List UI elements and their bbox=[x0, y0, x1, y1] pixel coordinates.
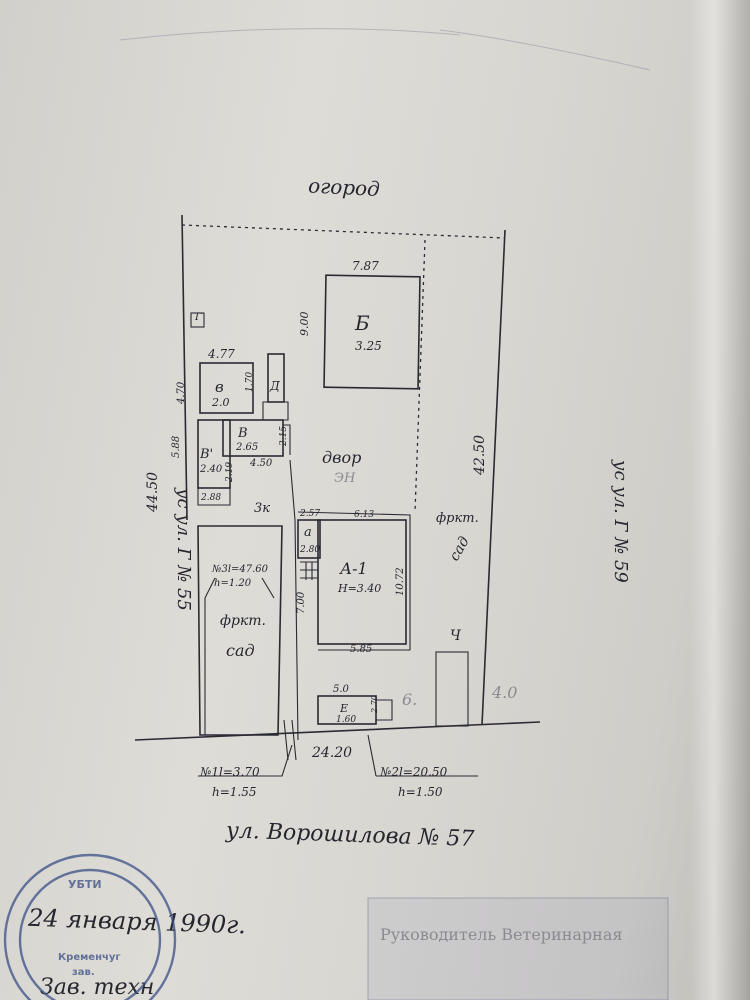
shed-base bbox=[262, 401, 289, 421]
building-e-height: 1.60 bbox=[336, 715, 356, 725]
building-a1-height: H=3.40 bbox=[337, 582, 381, 595]
stamp-line-2: Кременчуг bbox=[58, 952, 121, 963]
dim-plot-left: 44.50 bbox=[145, 472, 161, 513]
yard-label: двор bbox=[322, 448, 361, 467]
dim-2-19: 2.19 bbox=[225, 462, 235, 483]
building-v2-height: 2.65 bbox=[235, 442, 258, 453]
building-v2 bbox=[222, 419, 284, 457]
building-v2-label: В bbox=[237, 426, 248, 441]
bleed-through-line bbox=[439, 29, 651, 71]
number-6: 6. bbox=[402, 690, 417, 709]
annex-a-value: 2.80 bbox=[299, 545, 320, 555]
dim-2-15: 2.15 bbox=[279, 426, 289, 447]
building-g-label: Г bbox=[194, 312, 202, 323]
left-garden-inner bbox=[204, 577, 216, 735]
dim-e-side: 2.70 bbox=[370, 695, 379, 714]
dim-plot-bottom: 24.20 bbox=[311, 745, 352, 761]
fence1-height: h=1.55 bbox=[212, 785, 257, 799]
plot-boundary-right bbox=[481, 229, 506, 726]
building-a1-outline bbox=[297, 511, 411, 651]
building-b-height: 3.25 bbox=[355, 339, 382, 353]
fence2-callout bbox=[367, 734, 478, 777]
small-shed-label: Д bbox=[269, 379, 280, 393]
stamp-line-3: зав. bbox=[72, 967, 95, 978]
building-v1-label: В' bbox=[199, 447, 213, 462]
dim-b-width: 7.87 bbox=[352, 259, 379, 273]
building-v bbox=[199, 362, 254, 414]
building-g bbox=[190, 312, 205, 328]
dim-a1-height: 7.00 bbox=[296, 591, 307, 614]
fence3-label: №3l=47.60 bbox=[211, 564, 269, 575]
inner-boundary-dashed bbox=[414, 239, 426, 513]
building-e-label: Е bbox=[339, 702, 348, 715]
building-v1-extension bbox=[197, 487, 231, 506]
dim-e-width: 5.0 bbox=[333, 684, 350, 695]
plot-boundary-left-upper bbox=[181, 214, 188, 521]
seal-box-text: Руководитель Ветеринарная bbox=[380, 925, 622, 944]
building-a1 bbox=[317, 519, 407, 645]
left-garden-inner-2 bbox=[261, 577, 275, 599]
dim-2-40: 2.40 bbox=[199, 464, 223, 475]
fence3-height: h=1.20 bbox=[214, 578, 252, 589]
garden-right-label-1: фркт. bbox=[436, 511, 479, 526]
dim-a1-right: 10.72 bbox=[395, 567, 406, 596]
bleed-through-line-2 bbox=[119, 28, 461, 41]
garden-left-label-1: фркт. bbox=[220, 613, 266, 629]
building-v-label: в bbox=[215, 378, 224, 396]
fence2-label: №2l=20.50 bbox=[379, 765, 448, 779]
neighbor-left-label: ус ул. Г № 55 bbox=[173, 487, 194, 611]
small-shed bbox=[267, 353, 285, 403]
fence2-height: h=1.50 bbox=[398, 785, 443, 799]
building-e-side bbox=[376, 699, 393, 721]
signature-line: Зав. техн bbox=[40, 975, 154, 1000]
street-label: ул. Ворошилова № 57 bbox=[225, 818, 475, 852]
stamp-line-1: УБТИ bbox=[68, 878, 102, 891]
official-stamp: УБТИ Кременчуг зав. bbox=[3, 853, 177, 1000]
garden-right-label-2: сад bbox=[446, 534, 472, 564]
neighbor-right-label: ус ул. Г № 59 bbox=[610, 459, 631, 583]
fence1-label: №1l=3.70 bbox=[199, 765, 260, 779]
left-garden-fence bbox=[197, 525, 283, 736]
building-b-label: Б bbox=[354, 311, 370, 335]
dim-a1-width-top: 6.13 bbox=[354, 510, 374, 520]
annex-a-label: а bbox=[304, 525, 312, 540]
dim-a1-left-small: 2.57 bbox=[299, 509, 320, 519]
number-4-0: 4.0 bbox=[491, 683, 517, 702]
fence1-callout bbox=[198, 744, 293, 777]
garden-left-label-2: сад bbox=[226, 641, 255, 660]
yard-mark: ЭН bbox=[334, 471, 356, 486]
yard-path bbox=[289, 459, 299, 741]
plot-boundary-top bbox=[181, 224, 506, 239]
dim-b-height: 9.00 bbox=[298, 312, 311, 337]
date-label: 24 января 1990г. bbox=[27, 904, 247, 940]
seal-box: Руководитель Ветеринарная bbox=[367, 897, 669, 1000]
dim-v1-side: 5.88 bbox=[171, 436, 182, 458]
dim-v-side: 4.70 bbox=[176, 381, 187, 405]
garden-label: огород bbox=[308, 173, 381, 201]
building-b bbox=[323, 274, 421, 390]
dim-plot-right: 42.50 bbox=[472, 435, 488, 476]
gate-post-1 bbox=[283, 719, 289, 761]
building-v-height: 2.0 bbox=[211, 396, 230, 409]
gate-mark: 3к bbox=[254, 501, 270, 516]
annex-a bbox=[297, 519, 321, 559]
building-e bbox=[317, 695, 377, 725]
dim-a1-bottom: 5.85 bbox=[350, 644, 372, 655]
stairs bbox=[300, 561, 318, 580]
building-ch-label: Ч bbox=[450, 628, 462, 644]
building-a1-label: А-1 bbox=[339, 559, 368, 578]
wall-2-15-line bbox=[283, 424, 291, 455]
dim-4-50: 4.50 bbox=[249, 458, 273, 469]
street-line bbox=[134, 721, 541, 741]
building-ch bbox=[435, 651, 469, 727]
paper-edge bbox=[690, 0, 750, 1000]
dim-v-width: 4.77 bbox=[207, 347, 235, 361]
dim-small-shed: 1.70 bbox=[245, 372, 255, 392]
dim-2-88: 2.88 bbox=[200, 493, 221, 503]
gate-post-2 bbox=[291, 719, 297, 761]
